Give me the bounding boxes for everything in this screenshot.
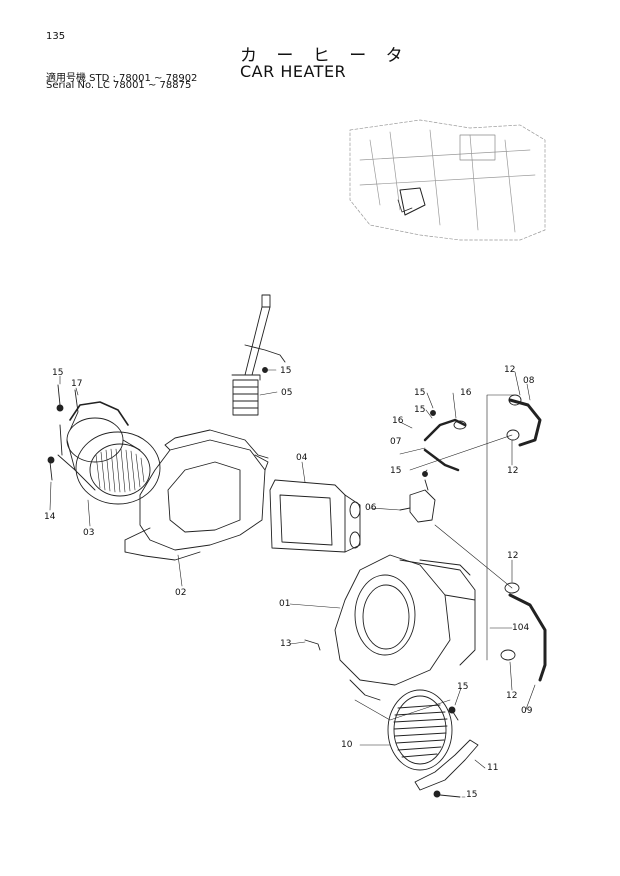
hose-09	[500, 582, 547, 682]
part-label-17: 17	[71, 379, 83, 389]
screw-15e	[422, 471, 428, 477]
part-label-09: 09	[521, 706, 533, 716]
part-label-02: 02	[175, 588, 187, 598]
part-label-12: 12	[507, 551, 519, 561]
part-label-12: 12	[504, 365, 516, 375]
part-label-15: 15	[280, 366, 292, 376]
machine-location-sketch	[349, 119, 546, 241]
title-japanese: カ ー ヒ ー タ	[240, 46, 410, 66]
screw-15b	[262, 367, 268, 373]
part-label-15: 15	[414, 405, 426, 415]
part-label-16: 16	[392, 416, 404, 426]
title-english: CAR HEATER	[240, 62, 347, 81]
blower-fan-assembly	[57, 401, 161, 505]
part-label-11: 11	[487, 763, 499, 773]
screw-15f	[452, 711, 459, 721]
screw-15a	[57, 384, 61, 406]
screw-14	[49, 461, 53, 481]
part-label-01: 01	[279, 599, 291, 609]
part-label-15: 15	[52, 368, 64, 378]
part-label-06: 06	[365, 503, 377, 513]
water-valve	[399, 479, 436, 523]
part-label-12: 12	[507, 466, 519, 476]
part-label-03: 03	[83, 528, 95, 538]
serial-applicability-line: 適用号機 STD : 78001 ~ 78902	[46, 73, 198, 84]
part-label-15: 15	[414, 388, 426, 398]
part-label-15: 15	[457, 682, 469, 692]
heater-housing-front	[334, 554, 476, 701]
heater-core	[269, 479, 361, 553]
part-label-16: 16	[460, 388, 472, 398]
part-label-13: 13	[280, 639, 292, 649]
leader-lines	[49, 369, 536, 798]
hose-07	[423, 418, 467, 472]
part-label-104: 104	[512, 623, 530, 633]
front-grille	[387, 689, 453, 771]
part-label-14: 14	[44, 512, 56, 522]
screw-15c	[430, 410, 436, 416]
page-number: 135	[46, 31, 66, 42]
part-label-12: 12	[506, 691, 518, 701]
screw-15g	[439, 794, 461, 798]
clip-13	[304, 639, 321, 651]
heater-housing-rear	[124, 429, 269, 561]
wire-17	[69, 389, 79, 431]
part-label-15: 15	[390, 466, 402, 476]
louver	[414, 739, 479, 791]
part-label-08: 08	[523, 376, 535, 386]
part-label-07: 07	[390, 437, 402, 447]
part-label-05: 05	[281, 388, 293, 398]
part-label-10: 10	[341, 740, 353, 750]
hose-08	[506, 394, 542, 447]
serial-number-line: Serial No. LC 78001 ~ 78875	[46, 80, 192, 91]
part-label-15: 15	[466, 790, 478, 800]
part-label-04: 04	[296, 453, 308, 463]
vent-pipe-assembly	[231, 294, 286, 416]
